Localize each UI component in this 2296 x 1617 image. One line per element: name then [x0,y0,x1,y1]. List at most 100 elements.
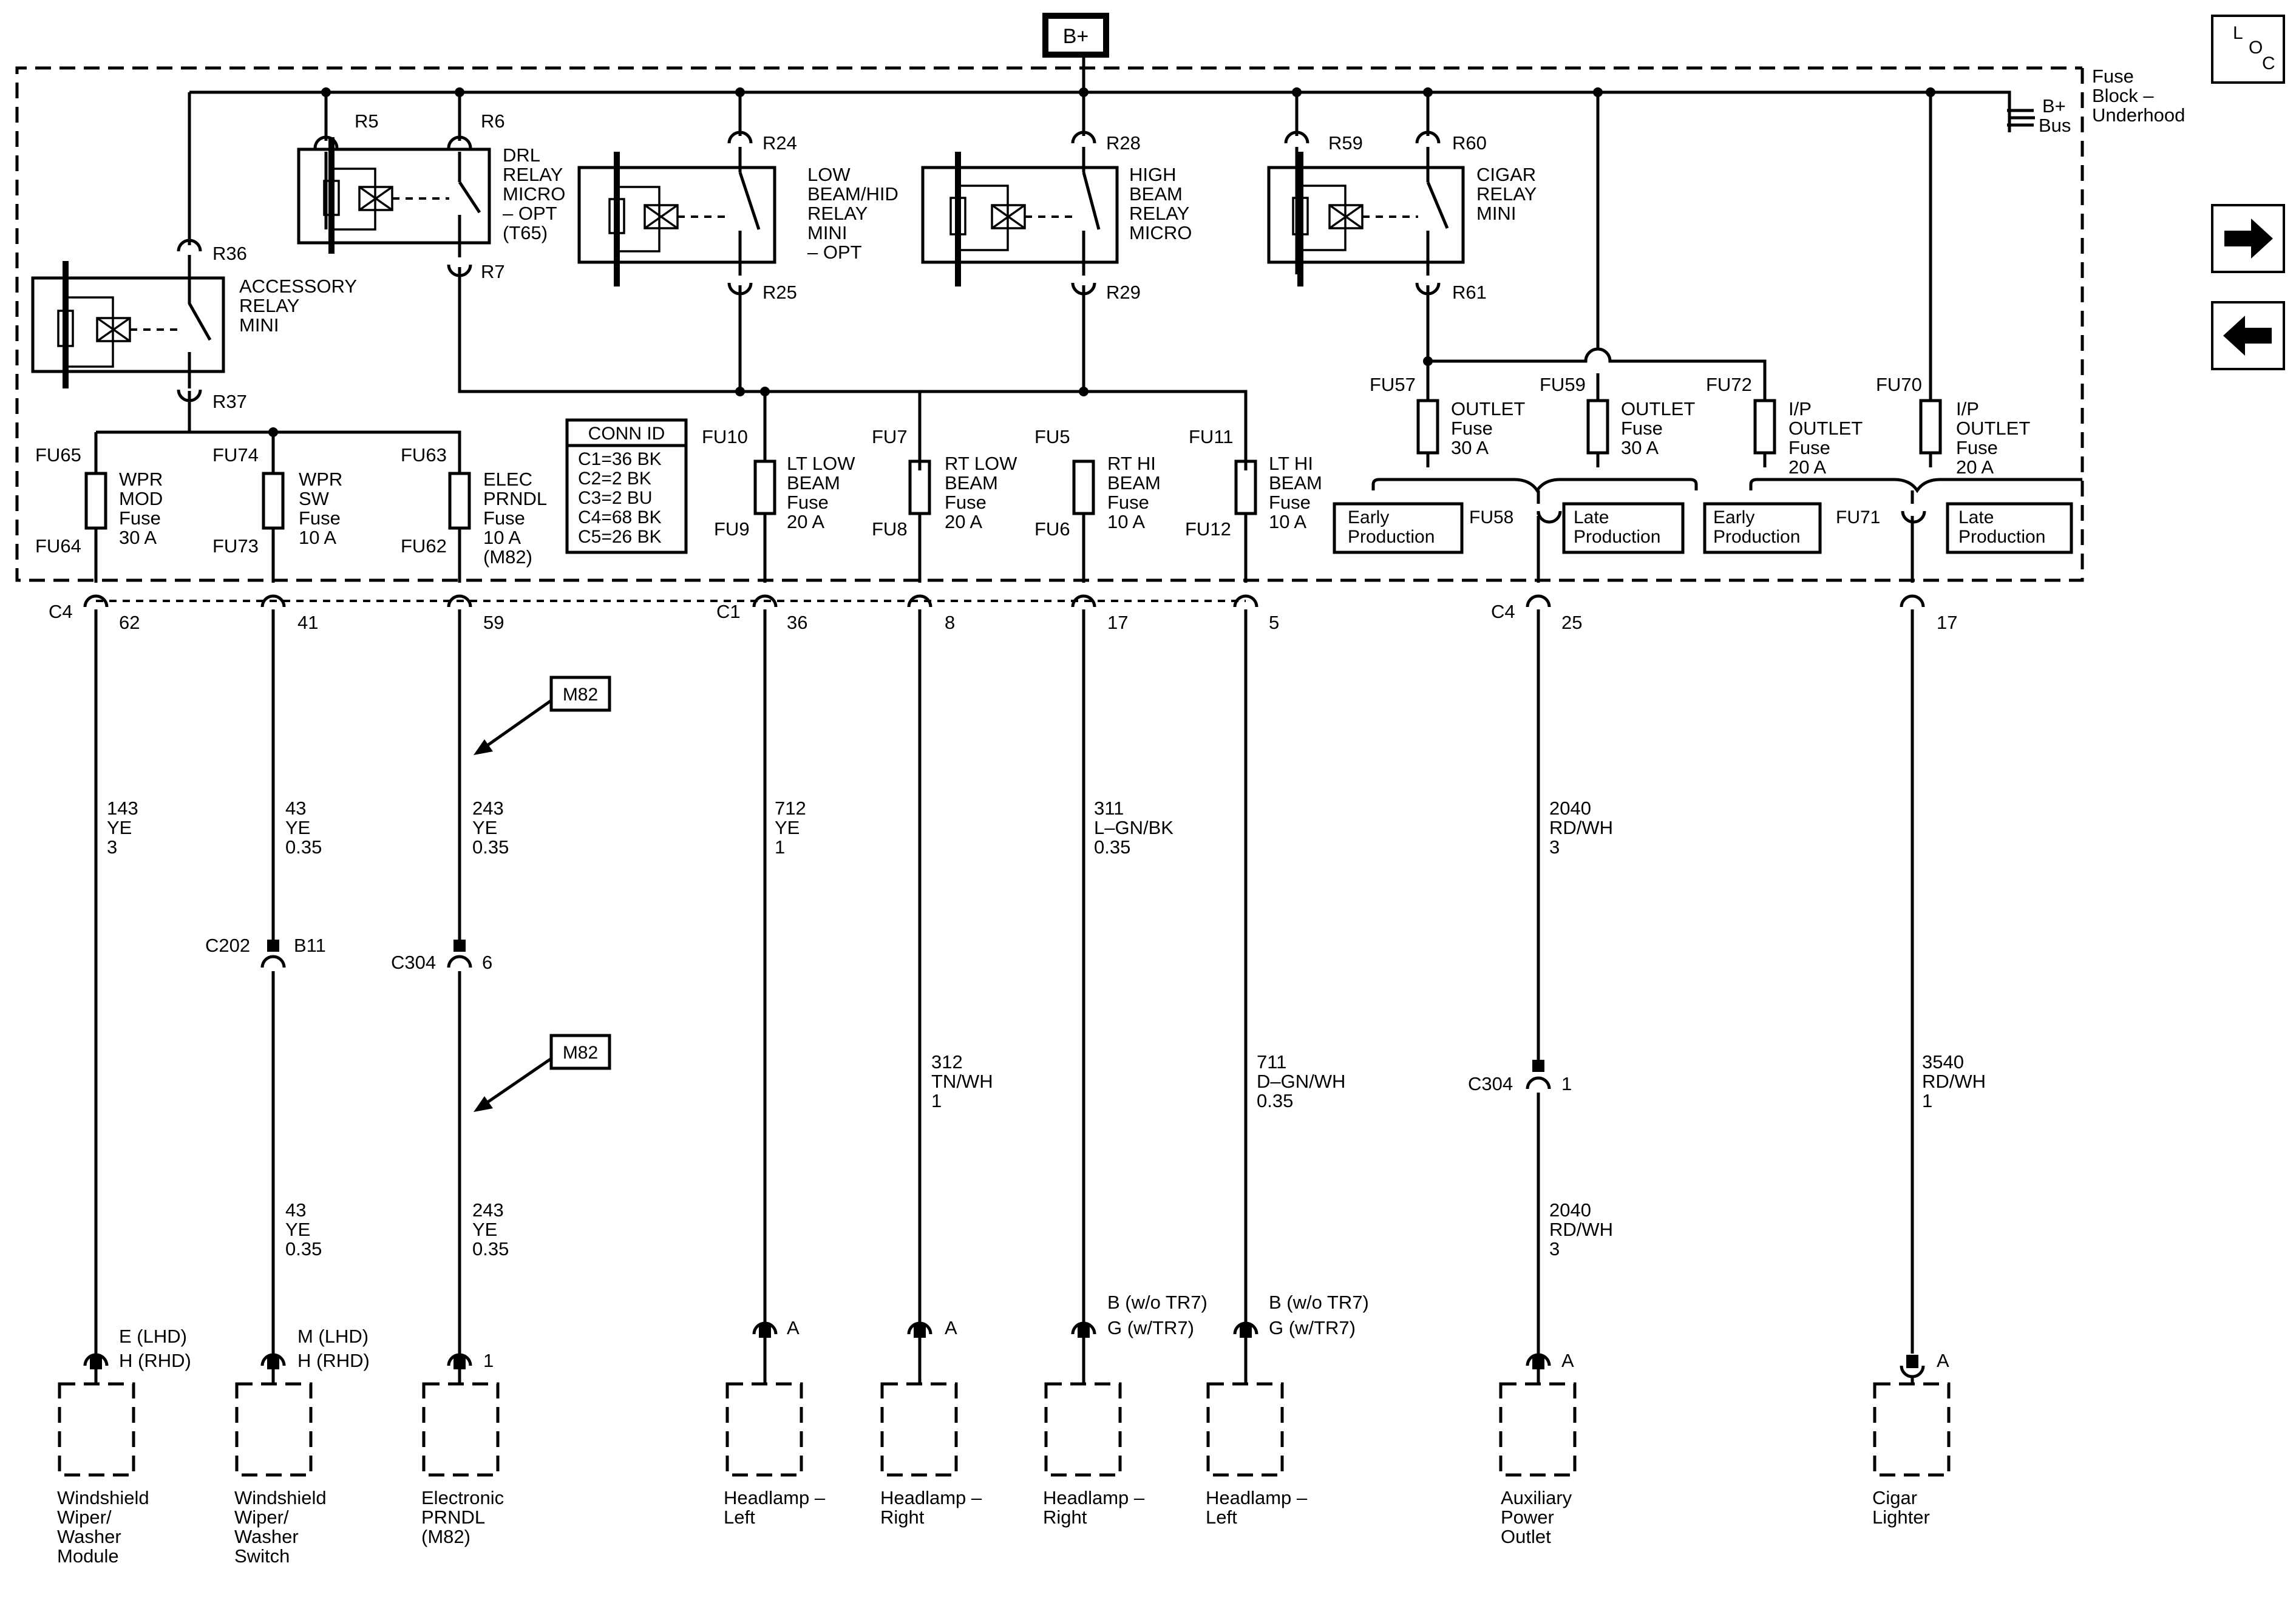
svg-text:RD/WH: RD/WH [1549,817,1613,838]
svg-text:YE: YE [472,817,497,838]
svg-text:C: C [2262,53,2275,73]
wire-labels: 143 YE 3 43 YE 0.35 243 YE 0.35 712 YE 1… [107,798,1986,1259]
svg-text:R28: R28 [1106,132,1141,154]
svg-text:3540: 3540 [1922,1051,1964,1073]
svg-text:MICRO: MICRO [503,183,565,205]
svg-text:0.35: 0.35 [1094,836,1130,858]
svg-text:I/P: I/P [1956,398,1979,419]
arrow-right-icon [2224,219,2273,259]
svg-text:Block –: Block – [2092,85,2154,106]
svg-text:YE: YE [472,1219,497,1240]
inline-connector-c202: C202 B11 [205,935,326,968]
svg-text:FU63: FU63 [401,444,447,466]
svg-text:FU62: FU62 [401,535,447,557]
svg-text:YE: YE [285,817,310,838]
component-box-wiper-module [58,1382,135,1477]
svg-text:Wiper/: Wiper/ [57,1507,112,1528]
inline-connector-c304-left: C304 6 [391,940,492,973]
fuse-fu59: FU59 OUTLET Fuse 30 A [1540,374,1695,467]
fuse-fu11: FU11 FU12 LT HI BEAM Fuse 10 A [1185,426,1322,583]
fuse-fu63: FU63 FU62 ELEC PRNDL Fuse 10 A (M82) [401,444,547,583]
svg-text:SW: SW [299,488,330,509]
svg-text:OUTLET: OUTLET [1451,398,1525,419]
fuse-fu74: FU74 FU73 WPR SW Fuse 10 A [212,444,342,583]
svg-text:M82: M82 [563,1043,598,1063]
low-beam-relay-name: LOW [807,164,851,185]
svg-text:Windshield: Windshield [57,1487,149,1508]
svg-text:10 A: 10 A [299,527,336,548]
svg-text:Windshield: Windshield [234,1487,327,1508]
svg-text:Underhood: Underhood [2092,104,2185,126]
svg-text:17: 17 [1107,612,1128,633]
svg-text:FU64: FU64 [35,535,81,557]
svg-text:R61: R61 [1452,282,1487,303]
svg-text:311: 311 [1094,798,1124,819]
svg-text:10 A: 10 A [483,527,521,548]
svg-text:Left: Left [1206,1507,1237,1528]
svg-text:PRNDL: PRNDL [483,488,547,509]
svg-text:30 A: 30 A [1451,437,1489,458]
supply-b-plus: B+ [1042,13,1109,92]
svg-text:Headlamp –: Headlamp – [1043,1487,1145,1508]
b-plus-bus-label: B+ [2042,95,2066,117]
next-page-button[interactable] [2211,204,2285,273]
inline-connector-c304-right: C304 1 [1468,1060,1572,1094]
component-box-headlamp-right-low [880,1382,958,1477]
high-beam-relay-name: HIGH [1129,164,1177,185]
svg-text:Production: Production [1958,527,2045,547]
svg-text:B11: B11 [294,935,326,956]
svg-text:C2=2 BK: C2=2 BK [578,469,651,489]
svg-text:Early: Early [1348,507,1389,527]
svg-text:62: 62 [119,612,140,633]
supply-label: B+ [1063,25,1089,48]
previous-page-button[interactable] [2211,301,2285,370]
svg-text:FU12: FU12 [1185,518,1231,540]
component-box-wiper-switch [235,1382,313,1477]
svg-text:FU59: FU59 [1540,374,1586,395]
svg-text:I/P: I/P [1788,398,1812,419]
svg-text:B (w/o TR7): B (w/o TR7) [1269,1292,1369,1313]
svg-text:Module: Module [57,1545,119,1567]
cigar-relay: R59 R60 R61 CIGAR RELAY MINI [1267,92,1537,361]
svg-text:Right: Right [1043,1507,1087,1528]
svg-text:(M82): (M82) [421,1526,470,1547]
svg-text:243: 243 [472,1199,504,1221]
svg-text:FU72: FU72 [1706,374,1752,395]
svg-text:G (w/TR7): G (w/TR7) [1269,1317,1356,1338]
svg-text:YE: YE [285,1219,310,1240]
svg-text:MICRO: MICRO [1129,222,1192,243]
svg-text:Bus: Bus [2039,115,2071,136]
drl-relay-name: DRL [503,144,540,166]
svg-text:5: 5 [1269,612,1279,633]
svg-text:Late: Late [1958,507,1994,527]
svg-text:– OPT: – OPT [503,203,557,224]
svg-text:R25: R25 [763,282,797,303]
svg-text:RELAY: RELAY [1129,203,1189,224]
svg-text:Right: Right [880,1507,925,1528]
svg-text:WPR: WPR [299,469,342,490]
svg-text:20 A: 20 A [787,511,824,532]
svg-text:RELAY: RELAY [807,203,868,224]
cigar-relay-name: CIGAR [1476,164,1536,185]
svg-text:243: 243 [472,798,504,819]
svg-text:A: A [787,1317,800,1338]
locator-button[interactable]: L O C [2211,15,2285,84]
conn-id-table: CONN ID C1=36 BK C2=2 BK C3=2 BU C4=68 B… [565,418,688,554]
svg-text:312: 312 [931,1051,963,1073]
svg-text:BEAM: BEAM [1269,472,1322,493]
svg-text:FU71: FU71 [1836,507,1880,527]
svg-text:M (LHD): M (LHD) [297,1326,369,1347]
svg-text:ELEC: ELEC [483,469,532,490]
svg-text:Power: Power [1501,1507,1554,1528]
connector-c1: C1 [716,601,741,622]
svg-text:PRNDL: PRNDL [421,1507,485,1528]
svg-text:TN/WH: TN/WH [931,1071,993,1092]
svg-text:Production: Production [1713,527,1800,547]
svg-text:RELAY: RELAY [1476,183,1537,205]
connector-row: C4 C1 C4 62 41 59 36 8 17 5 25 17 [49,594,1957,633]
svg-text:A: A [1561,1350,1574,1371]
svg-text:C1=36 BK: C1=36 BK [578,449,662,469]
svg-text:Lighter: Lighter [1872,1507,1930,1528]
svg-text:R6: R6 [481,110,505,132]
component-box-headlamp-right-high [1044,1382,1122,1477]
